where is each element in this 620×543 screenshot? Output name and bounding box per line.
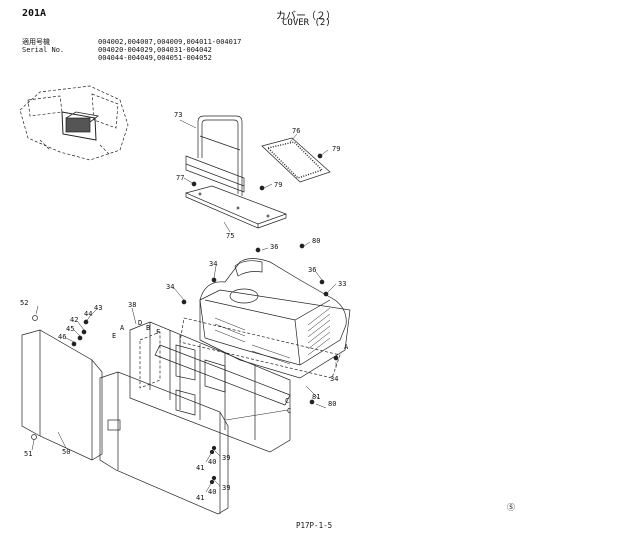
- reference-letter: A: [120, 324, 125, 332]
- leader-lines: [31, 119, 337, 493]
- step-plate-75: [184, 185, 288, 229]
- door-panel-large: [99, 371, 229, 515]
- callout: 36: [308, 266, 316, 274]
- callout: 34: [330, 375, 338, 383]
- bolts: [71, 153, 339, 485]
- handrail-73: [185, 115, 245, 196]
- perforated-plate-76: [261, 137, 331, 183]
- title-japanese: カバー（２）: [276, 11, 336, 22]
- title-english: COVER (2): [282, 18, 331, 28]
- callout: 80: [312, 237, 320, 245]
- serial-row: 適用号機 004002,004007,004009,004011-004017: [22, 38, 241, 46]
- callout: 41: [196, 464, 204, 472]
- callout: 38: [128, 301, 136, 309]
- serial-label: 適用号機: [22, 38, 50, 46]
- reference-letter: C: [287, 407, 291, 415]
- callout: 39: [222, 484, 230, 492]
- serial-value: 004044-004049,004051-004052: [98, 54, 212, 62]
- callout: 41: [196, 494, 204, 502]
- callout: 80: [328, 400, 336, 408]
- page-code: P17P-1-5: [296, 521, 333, 530]
- callout: 76: [292, 127, 300, 135]
- reference-letter: F: [156, 328, 160, 336]
- serial-value: 004020-004029,004031-004042: [98, 46, 212, 54]
- main-hood-cover: [179, 258, 351, 379]
- serial-value: 004002,004007,004009,004011-004017: [98, 38, 242, 46]
- callout: 43: [94, 304, 102, 312]
- callout: 73: [174, 111, 182, 119]
- reference-letter: A: [344, 343, 349, 351]
- callout: 34: [166, 283, 174, 291]
- callout: 34: [209, 260, 217, 268]
- serial-row: 004044-004049,004051-004052: [22, 54, 241, 62]
- callout: 39: [222, 454, 230, 462]
- serial-label: Serial No.: [22, 46, 65, 54]
- callout: 40: [208, 488, 216, 496]
- reference-letter: B: [146, 324, 150, 332]
- reference-letter: C: [285, 397, 289, 405]
- door-panel-50: [21, 315, 103, 461]
- callout-labels: 73 76 79 77 79 75 80 36 34 36 33 34 34 5…: [20, 111, 349, 502]
- serial-number-block: 適用号機 004002,004007,004009,004011-004017 …: [22, 38, 241, 62]
- callout: 50: [62, 448, 70, 456]
- callout: 79: [274, 181, 282, 189]
- callout: 46: [58, 333, 66, 341]
- reference-letter: E: [112, 332, 116, 340]
- callout: 36: [270, 243, 278, 251]
- serial-row: Serial No. 004020-004029,004031-004042: [22, 46, 241, 54]
- callout: 42: [70, 316, 78, 324]
- callout: 52: [20, 299, 28, 307]
- s-mark: Ⓢ: [507, 503, 515, 512]
- callout: 40: [208, 458, 216, 466]
- machine-thumbnail: [19, 85, 129, 161]
- document-id: 201A: [22, 8, 47, 19]
- callout: 81: [312, 393, 320, 401]
- callout: 75: [226, 232, 234, 240]
- partition-panels: [129, 321, 291, 453]
- callout: 51: [24, 450, 32, 458]
- callout: 33: [338, 280, 346, 288]
- callout: 44: [84, 310, 92, 318]
- callout: 79: [332, 145, 340, 153]
- callout: 77: [176, 174, 184, 182]
- reference-letter: D: [138, 319, 142, 327]
- callout: 45: [66, 325, 74, 333]
